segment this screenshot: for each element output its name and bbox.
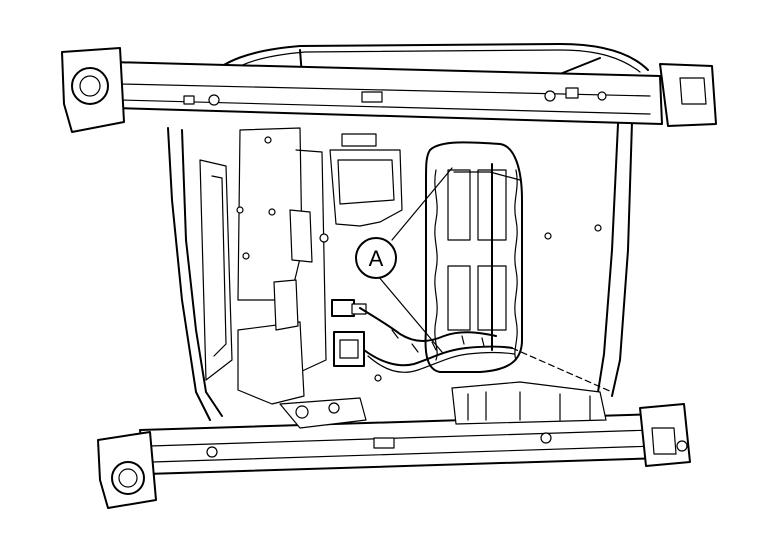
bottom-rail-bolt-1 xyxy=(206,446,218,458)
callout-a-leader-2 xyxy=(377,275,443,353)
right-side-frame xyxy=(611,121,633,397)
bottom-rail-bolt-2 xyxy=(540,432,552,444)
spring-wave-left xyxy=(434,169,438,361)
lower-bolt-1 xyxy=(295,405,309,419)
recliner-housing xyxy=(329,149,403,227)
callout-a-circle xyxy=(355,237,397,279)
spring-wire-1 xyxy=(447,169,471,241)
spring-wire-2 xyxy=(477,169,507,241)
top-rail-clip-1 xyxy=(183,95,195,105)
left-side-bracket xyxy=(199,159,233,381)
connector-large-face xyxy=(339,339,359,359)
top-rail-bolt-2 xyxy=(544,90,556,102)
bottom-rail-slot xyxy=(373,437,395,449)
wire-ties xyxy=(391,329,485,353)
hole-5 xyxy=(319,233,329,243)
left-side-frame-inner xyxy=(181,129,223,417)
side-tab-2 xyxy=(289,209,313,263)
top-rail xyxy=(109,61,663,125)
hole-7 xyxy=(594,224,602,232)
bottom-right-block xyxy=(651,427,677,455)
left-side-frame xyxy=(167,127,211,421)
hole-2 xyxy=(236,206,244,214)
connector-small-tab xyxy=(351,303,367,315)
wiring-harness-parallel xyxy=(367,351,515,373)
bottom-rail-groove xyxy=(149,429,657,463)
callout-a-label: A xyxy=(369,246,384,271)
top-rail-groove xyxy=(119,83,651,115)
top-left-bolt-hole-inner xyxy=(79,75,101,97)
spring-wire-3 xyxy=(447,265,471,331)
hole-8 xyxy=(544,232,552,240)
lower-right-bracket xyxy=(451,381,607,425)
top-right-block xyxy=(679,77,707,105)
side-tab xyxy=(273,279,299,331)
top-rail-clip-2 xyxy=(565,87,579,99)
top-clip xyxy=(341,133,377,147)
hole-4 xyxy=(242,252,250,260)
callout-a-leader-1 xyxy=(391,167,453,241)
center-plate-edge xyxy=(295,149,327,373)
spring-wire-4 xyxy=(477,265,507,331)
left-side-bracket-inner xyxy=(211,175,227,357)
harness-to-mat xyxy=(453,171,521,181)
connector-small xyxy=(331,299,355,317)
top-rail-bolt-1 xyxy=(208,94,220,106)
spring-mat xyxy=(424,141,523,373)
right-side-frame-inner xyxy=(597,123,619,393)
wiring-harness-upper xyxy=(359,307,497,342)
hole-3 xyxy=(268,208,276,216)
hole-6 xyxy=(374,374,382,382)
lower-left-bracket xyxy=(237,321,305,405)
hole-1 xyxy=(264,136,272,144)
dashed-guide xyxy=(511,347,613,393)
lower-right-bracket-ribs xyxy=(467,391,591,421)
lower-bolt-2 xyxy=(328,402,340,414)
spring-wave-right xyxy=(514,169,518,361)
wiring-harness xyxy=(363,345,513,367)
top-rail-slot xyxy=(361,91,383,103)
bottom-right-bolt xyxy=(676,440,688,452)
bottom-left-bolt-hole-inner xyxy=(118,468,138,488)
hole-9 xyxy=(597,91,607,101)
recliner-housing-detail xyxy=(337,159,395,205)
